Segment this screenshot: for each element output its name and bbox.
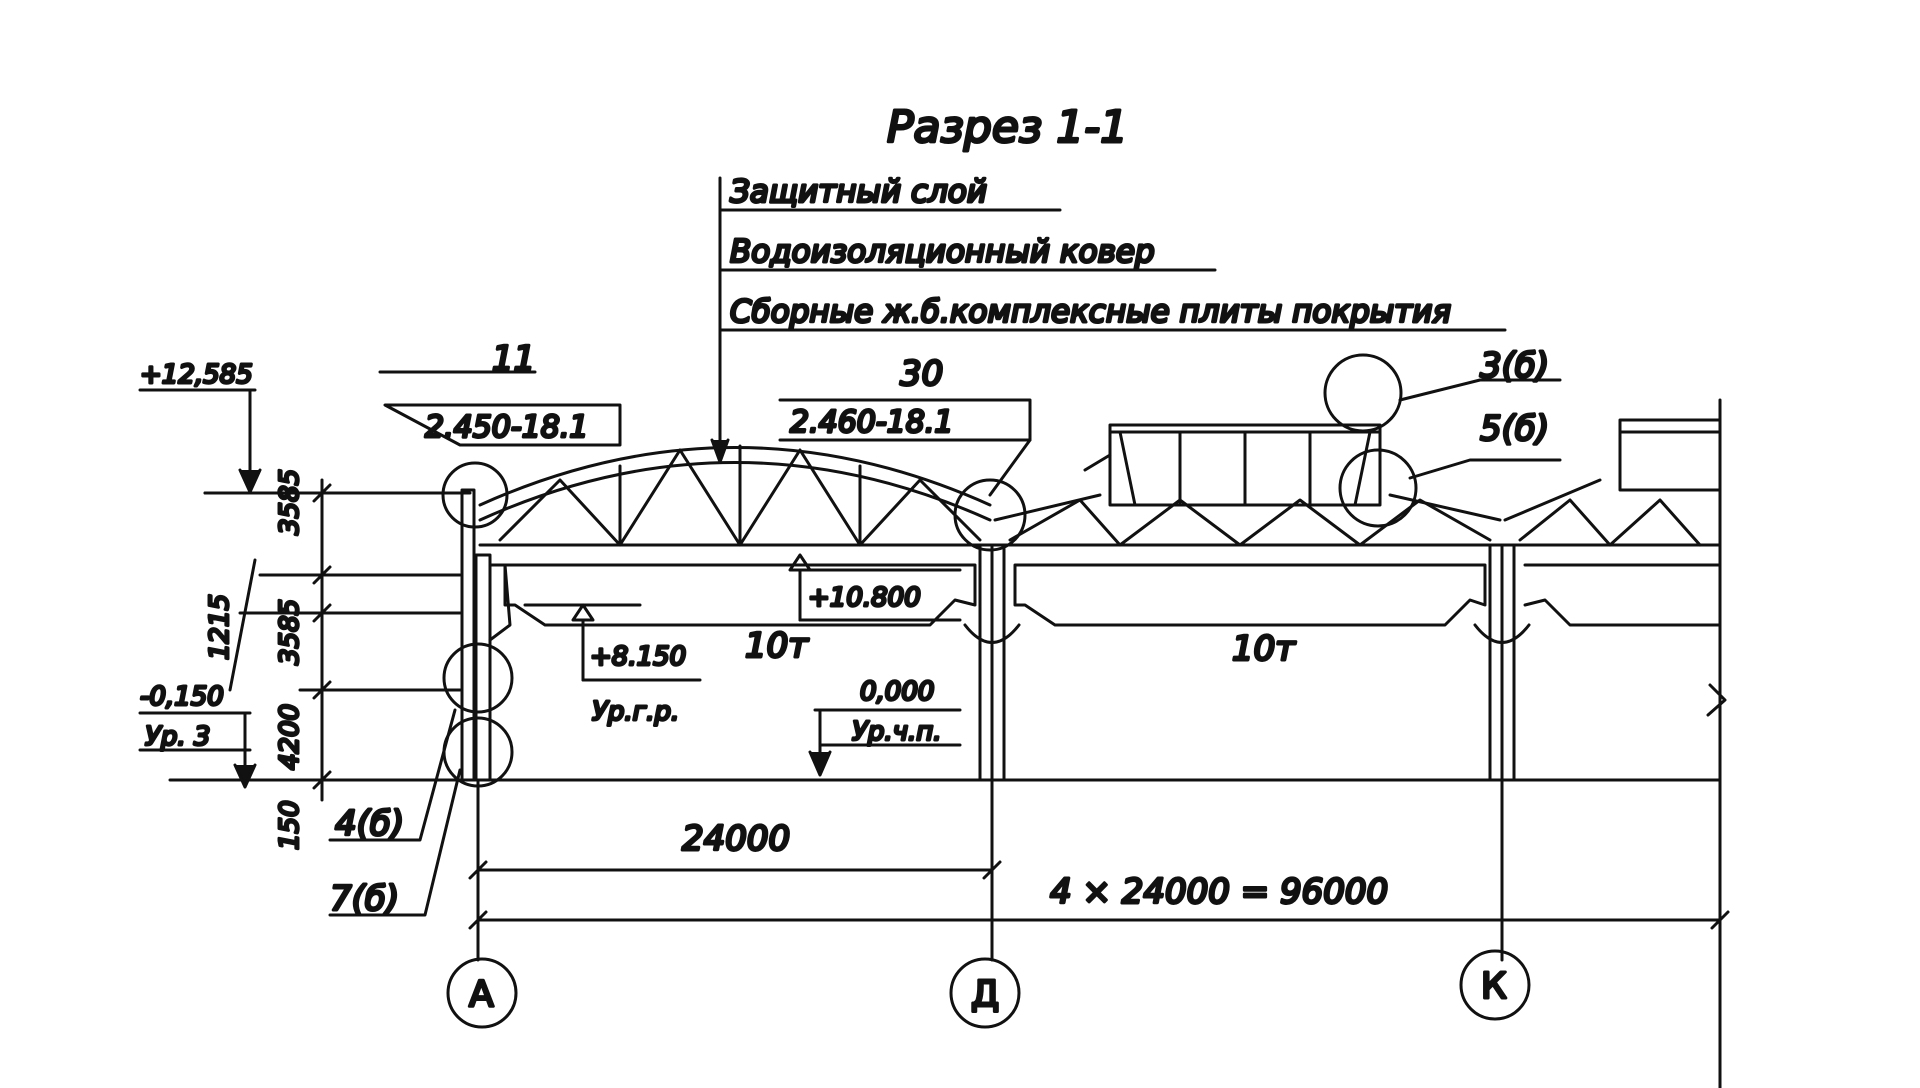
axis-bubble-d [949,957,1021,1029]
axis-label-a: А [469,974,494,1015]
callout-11-flag [383,403,622,447]
truss-span-2 [993,353,1502,547]
elevation-crane-rail-label: Ур.г.р. [592,697,679,727]
elevation-truss-marker [788,553,962,622]
truss-span-1 [478,444,992,547]
column-a [441,461,514,788]
span-dimension [468,860,1002,880]
dim-150: 150 [275,800,305,850]
column-k [1473,543,1531,782]
dim-1215: 1215 [205,594,235,660]
axis-label-k: К [1481,966,1507,1007]
layer-slabs: Сборные ж.б.комплексные плиты покрытия [730,294,1451,330]
dim-3585-mid: 3585 [275,599,305,665]
elevation-top-marker [138,388,264,495]
elevation-foundation: -0,150 [140,682,224,712]
callout-3b: 3(б) [1480,346,1549,386]
axis-bubble-k [1459,949,1531,1021]
elevation-crane-marker [523,603,702,682]
axis-bubble-a [446,957,518,1029]
crane-capacity-left: 10т [745,626,809,666]
truss-span-3 [1503,398,1722,1088]
callout-4b: 4(б) [335,804,404,844]
axis-label-d: Д [971,974,999,1015]
layer-waterproof: Водоизоляционный ковер [730,234,1155,270]
dim-4200: 4200 [275,704,305,770]
elevation-top: +12,585 [140,360,253,390]
elevation-crane-rail: +8.150 [590,642,686,672]
callout-30-number: 30 [900,354,943,394]
callout-5b: 5(б) [1480,409,1549,449]
elevation-truss-bottom: +10.800 [808,583,921,613]
break-mark [1706,683,1727,717]
callout-11-ref: 2.450-18.1 [425,410,589,445]
span-total: 4 × 24000 = 96000 [1050,872,1388,912]
vertical-dimension-chain [228,478,462,802]
span-single: 24000 [682,819,790,859]
callout-7b: 7(б) [330,879,399,919]
elevation-foundation-marker [138,711,257,789]
elevation-floor-label: Ур.ч.п. [852,717,942,747]
total-dimension [468,910,1730,930]
crane-beam-left [503,563,977,627]
layer-protective: Защитный слой [730,174,987,210]
crane-beam-right [1013,563,1487,627]
dim-3585-top: 3585 [275,469,305,535]
section-title: Разрез 1-1 [887,102,1128,153]
elevation-foundation-label: Ур. 3 [145,722,210,752]
crane-capacity-right: 10т [1232,629,1296,669]
callout-30-ref: 2.460-18.1 [790,405,954,440]
callout-30-flag [778,398,1032,497]
callout-11-number: 11 [492,339,535,379]
elevation-floor-marker [808,708,962,777]
elevation-floor: 0,000 [860,677,934,707]
